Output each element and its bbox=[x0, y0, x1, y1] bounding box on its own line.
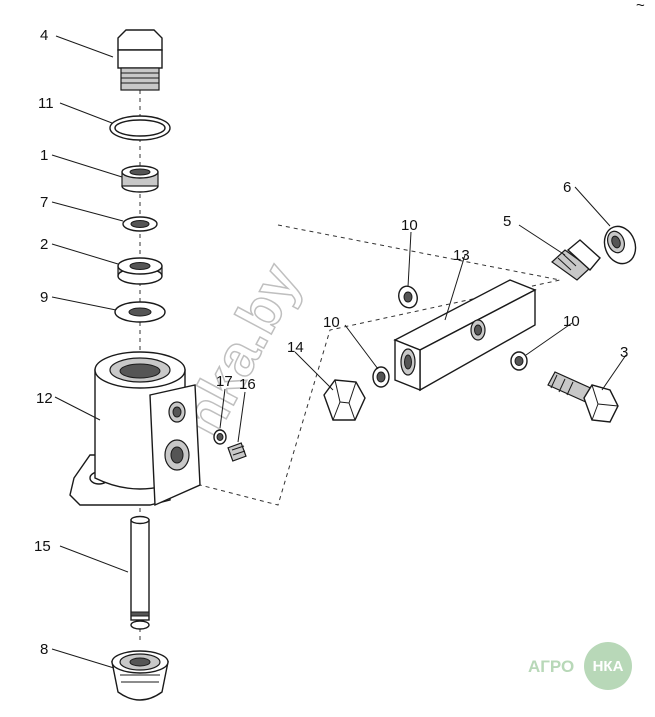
callout-16: 16 bbox=[239, 376, 256, 393]
assembly-boundary bbox=[199, 224, 561, 506]
agronka-logo: АГРО НКА bbox=[528, 642, 632, 690]
callout-12: 12 bbox=[36, 390, 53, 407]
part-13-block bbox=[393, 279, 537, 392]
part-8-cap-nut bbox=[111, 650, 169, 701]
callout-7: 7 bbox=[40, 194, 48, 211]
part-10-washer-top bbox=[398, 285, 418, 309]
logo-circle bbox=[584, 642, 632, 690]
callout-13: 13 bbox=[453, 247, 470, 264]
part-2-washer bbox=[117, 257, 163, 285]
callout-17: 17 bbox=[216, 373, 233, 390]
callout-10-left: 10 bbox=[323, 314, 340, 331]
callout-15: 15 bbox=[34, 538, 51, 555]
part-3-bolt bbox=[547, 371, 619, 423]
part-9-washer bbox=[114, 301, 166, 323]
callout-6: 6 bbox=[563, 179, 571, 196]
callout-3: 3 bbox=[620, 344, 628, 361]
leader-lines bbox=[51, 35, 627, 669]
part-7-washer bbox=[122, 216, 158, 232]
logo-circle-text: НКА bbox=[593, 658, 624, 675]
part-6-cap bbox=[603, 225, 637, 265]
corner-mark: ~ bbox=[636, 0, 645, 14]
logo-left-text: АГРО bbox=[528, 657, 574, 676]
callout-9: 9 bbox=[40, 289, 48, 306]
part-12-housing bbox=[69, 351, 201, 507]
part-10-washer-left bbox=[372, 366, 390, 388]
callout-10-top: 10 bbox=[401, 217, 418, 234]
part-1-sleeve bbox=[121, 165, 159, 193]
callout-5: 5 bbox=[503, 213, 511, 230]
callout-10-right: 10 bbox=[563, 313, 580, 330]
callout-1: 1 bbox=[40, 147, 48, 164]
callout-11: 11 bbox=[38, 95, 54, 112]
part-17-ring bbox=[213, 429, 227, 445]
part-16-plug bbox=[227, 442, 247, 462]
part-10-washer-right bbox=[510, 351, 528, 371]
callout-8: 8 bbox=[40, 641, 48, 658]
part-11-o-ring bbox=[109, 115, 171, 141]
part-4-plug bbox=[117, 29, 163, 91]
callout-4: 4 bbox=[40, 27, 48, 44]
part-15-pin bbox=[130, 515, 150, 630]
part-5-fitting bbox=[551, 239, 601, 281]
callout-2: 2 bbox=[40, 236, 48, 253]
callout-14: 14 bbox=[287, 339, 304, 356]
part-14-bolt bbox=[323, 379, 366, 421]
